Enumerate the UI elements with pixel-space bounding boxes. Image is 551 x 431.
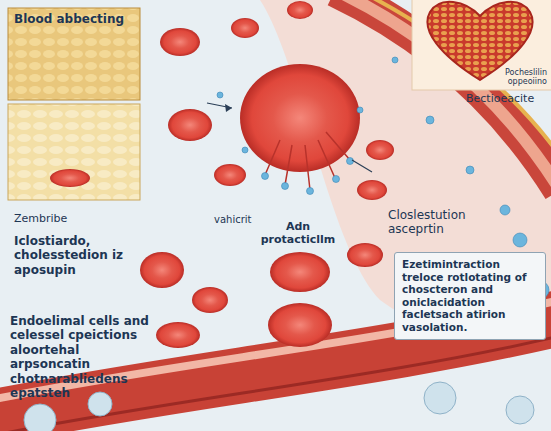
box-text: Pocheslilin oppeoiino — [483, 68, 547, 87]
red-blood-cell — [268, 303, 332, 347]
foam-cell-group — [24, 382, 534, 431]
red-blood-cell — [214, 164, 246, 186]
foam-cell — [88, 392, 112, 416]
foam-cell — [24, 404, 56, 431]
red-blood-cell — [156, 322, 200, 348]
text-box: Blood abbecting — [8, 8, 140, 100]
red-blood-cell — [366, 140, 394, 160]
particle — [392, 57, 398, 63]
pointer-head — [225, 104, 232, 112]
annotation-label: Endoelimal cells and celessel cpeictions… — [10, 314, 162, 400]
inset-panel — [412, 0, 551, 90]
text-box: Pocheslilin oppeoiino — [412, 0, 551, 90]
text-box: Ezetimintraction treloce rotlotating of … — [394, 252, 546, 340]
annotation-label: Adn protacticllm — [256, 220, 340, 246]
foam-cell — [506, 396, 534, 424]
particle — [500, 205, 510, 215]
particle — [307, 188, 314, 195]
particle — [513, 233, 527, 247]
annotation-label: vahicrit — [214, 214, 274, 226]
red-blood-cell — [231, 18, 259, 38]
red-blood-cell — [357, 180, 387, 200]
particle — [333, 176, 340, 183]
annotation-label: Iclostiardo, cholesstedion iz aposupin — [14, 234, 139, 277]
particle — [242, 147, 248, 153]
tissue-panel — [8, 104, 140, 200]
box-text: Blood abbecting — [14, 12, 134, 26]
red-blood-cell — [192, 287, 228, 313]
artery-wall — [335, 0, 551, 190]
red-blood-cell — [168, 109, 212, 141]
red-blood-cell — [140, 252, 184, 288]
particle — [217, 92, 223, 98]
pointer-line — [207, 103, 372, 172]
particle — [347, 158, 354, 165]
annotation-label: Zembribe — [14, 212, 114, 225]
red-blood-cell — [347, 243, 383, 267]
central-cell — [240, 64, 360, 172]
particle — [357, 107, 363, 113]
box-text: Ezetimintraction treloce rotlotating of … — [402, 258, 538, 334]
red-blood-cell — [270, 252, 330, 292]
artery-wall-inner — [335, 0, 551, 190]
annotation-label: Closlestution asceprtin — [388, 208, 488, 237]
particle — [262, 173, 269, 180]
tissue-panel — [8, 8, 140, 100]
particle — [466, 166, 474, 174]
cell-strands — [265, 132, 350, 190]
particle — [426, 116, 434, 124]
annotation-label: Bectioeacite — [466, 92, 551, 105]
red-blood-cell — [287, 1, 313, 19]
particle — [282, 183, 289, 190]
foam-cell — [424, 382, 456, 414]
red-blood-cell — [50, 169, 90, 187]
artery-wall-layer — [358, 0, 551, 170]
red-blood-cell — [160, 28, 200, 56]
